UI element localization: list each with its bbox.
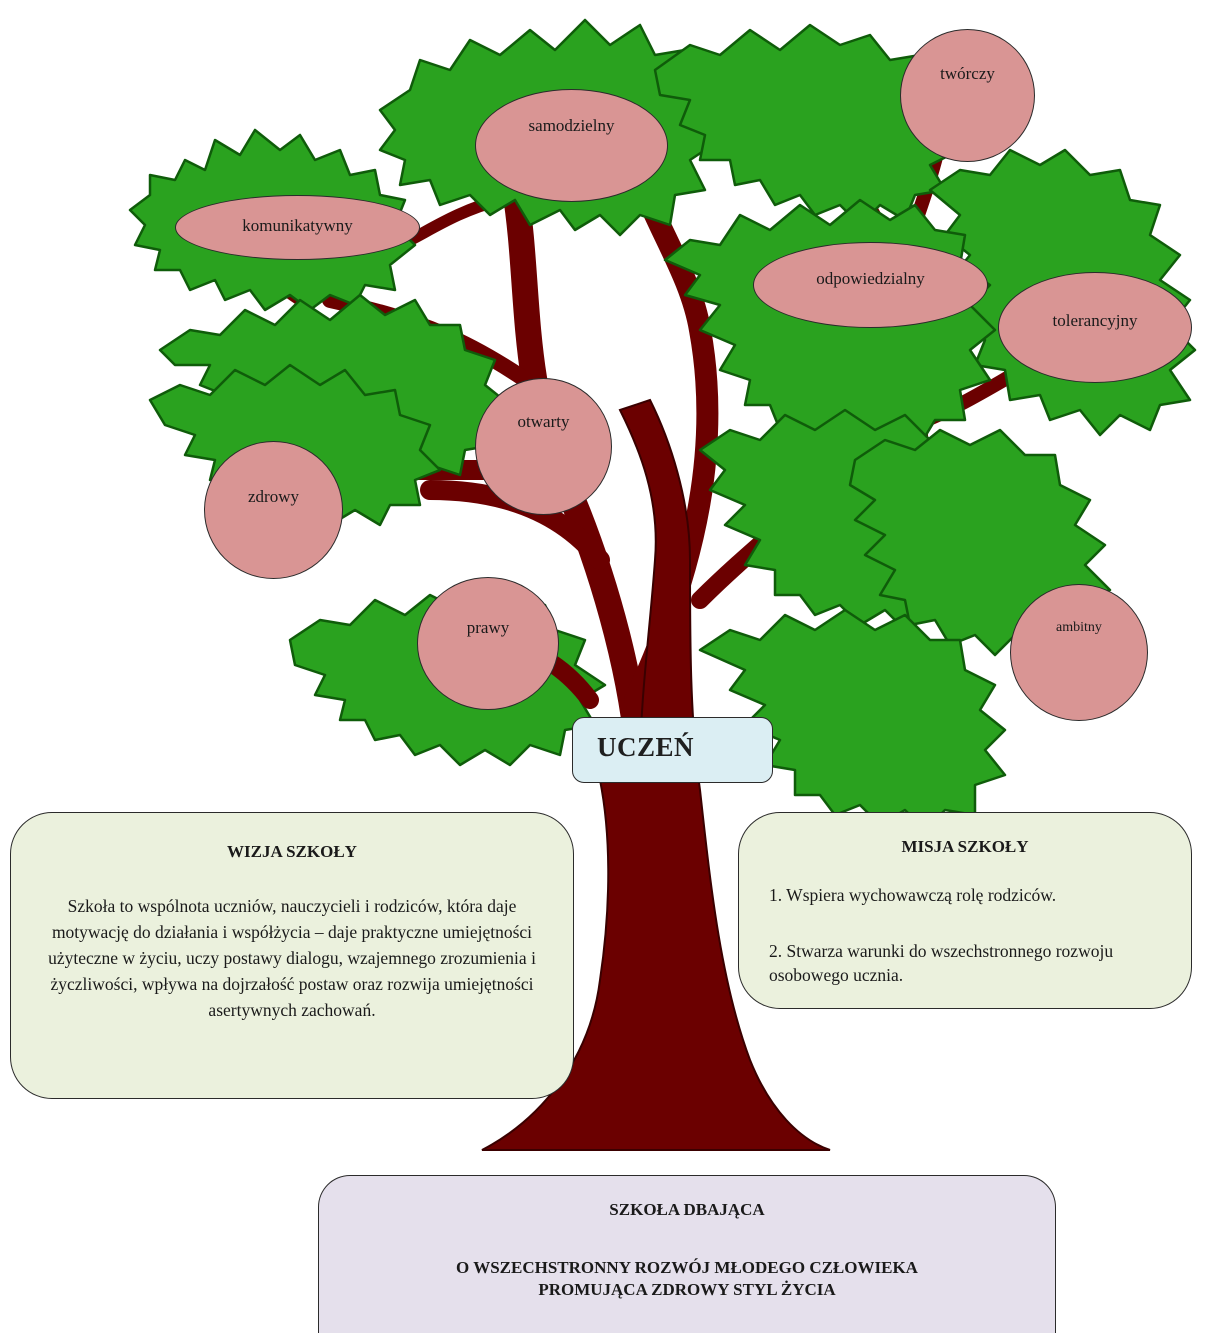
student-title-box: UCZEŃ [572,717,773,783]
school-vision-panel: WIZJA SZKOŁY Szkoła to wspólnota uczniów… [10,812,574,1099]
trait-label: ambitny [1056,620,1102,635]
motto-line-3: PROMUJĄCA ZDROWY STYL ŻYCIA [538,1280,836,1299]
school-mission-panel: MISJA SZKOŁY 1. Wspiera wychowawczą rolę… [738,812,1192,1009]
trait-prawy: prawy [417,577,559,710]
trait-otwarty: otwarty [475,378,612,515]
mission-item: 2. Stwarza warunki do wszechstronnego ro… [769,941,1114,985]
trait-label: zdrowy [248,487,299,506]
trait-komunikatywny: komunikatywny [175,195,420,260]
vision-heading: WIZJA SZKOŁY [227,842,357,861]
school-motto-panel: SZKOŁA DBAJĄCA O WSZECHSTRONNY ROZWÓJ MŁ… [318,1175,1056,1333]
motto-line-1: SZKOŁA DBAJĄCA [609,1200,765,1219]
mission-item-clip: 2. Stwarza warunki do wszechstronnego ro… [769,939,1161,989]
trait-label: prawy [466,618,510,637]
trait-tolerancyjny: tolerancyjny [998,272,1192,383]
tree-foliage [128,18,1197,832]
mission-item: 1. Wspiera wychowawczą rolę rodziców. [769,885,1057,905]
trait-samodzielny: samodzielny [475,89,668,202]
trait-zdrowy: zdrowy [204,441,343,579]
motto-line-2: O WSZECHSTRONNY ROZWÓJ MŁODEGO CZŁOWIEKA [456,1258,918,1277]
trait-label: twórczy [940,64,995,83]
trait-odpowiedzialny: odpowiedzialny [753,242,988,328]
trait-tworczy: twórczy [900,29,1035,162]
trait-label: tolerancyjny [1052,311,1138,330]
trait-label: komunikatywny [242,216,353,235]
vision-text: Szkoła to wspólnota uczniów, nauczycieli… [48,896,536,1020]
trait-label: odpowiedzialny [816,269,925,288]
foliage-cluster [653,23,962,227]
trait-label: otwarty [517,412,570,431]
trait-label: samodzielny [528,116,615,135]
mission-heading: MISJA SZKOŁY [901,837,1029,856]
student-title: UCZEŃ [597,732,695,762]
trait-ambitny: ambitny [1010,584,1148,721]
